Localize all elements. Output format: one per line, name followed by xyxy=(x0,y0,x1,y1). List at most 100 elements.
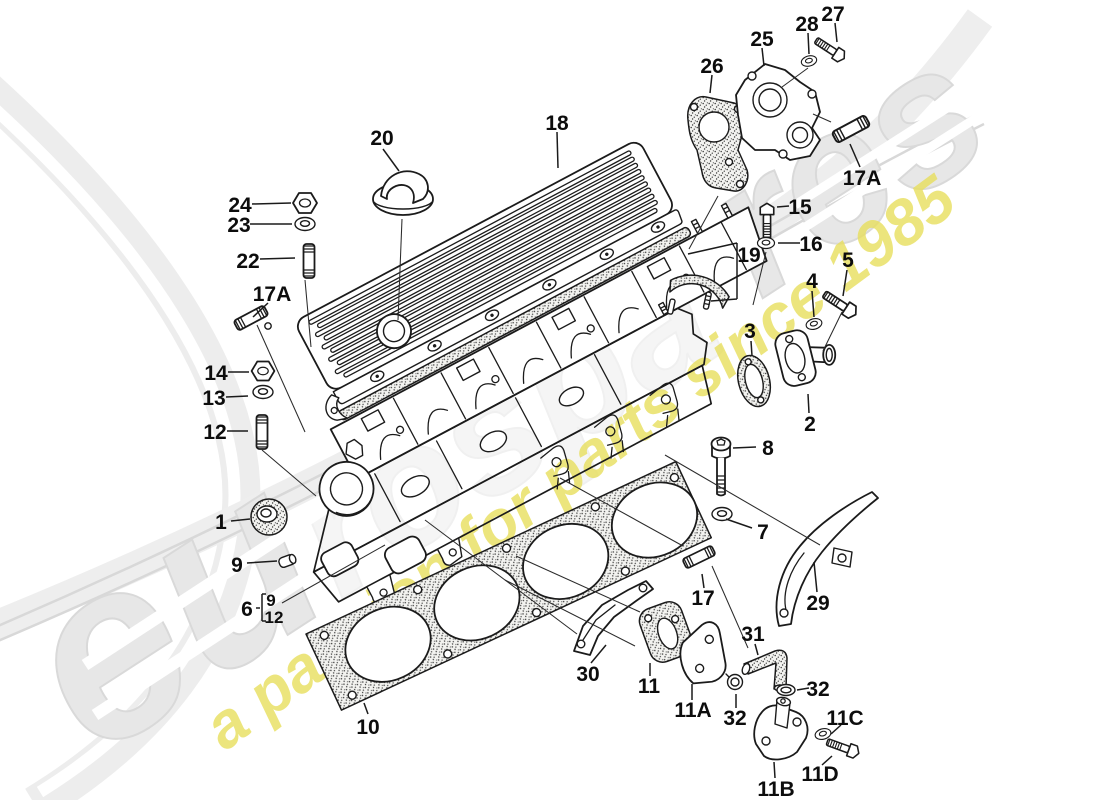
nut-14 xyxy=(250,360,276,382)
leader-line-11C xyxy=(830,724,842,735)
water-flange-2 xyxy=(774,329,837,387)
leader-line-13 xyxy=(225,395,249,398)
construction-lines xyxy=(256,67,843,649)
cover-fins xyxy=(308,150,658,378)
leader-line-25 xyxy=(761,47,765,67)
callout-13[interactable]: 13 xyxy=(202,387,225,410)
callout-29[interactable]: 29 xyxy=(806,592,829,615)
cover-left-tab xyxy=(325,394,349,421)
callout-16[interactable]: 16 xyxy=(799,233,822,256)
leader-line-20 xyxy=(382,148,400,172)
leader-line-22 xyxy=(259,257,296,260)
leader-line-7 xyxy=(725,518,753,529)
callout-11D[interactable]: 11D xyxy=(801,763,838,786)
carrier-studs xyxy=(690,202,734,235)
hose-elbow-31 xyxy=(741,649,788,692)
callout-22[interactable]: 22 xyxy=(236,250,259,273)
leader-line-9 xyxy=(246,560,278,564)
leader-line-11B xyxy=(773,761,776,779)
leader-line-10 xyxy=(363,702,369,715)
callout-24[interactable]: 24 xyxy=(228,194,252,217)
callout-20[interactable]: 20 xyxy=(370,127,393,150)
callout-17A[interactable]: 17A xyxy=(843,167,882,190)
callout-32[interactable]: 32 xyxy=(723,707,746,730)
stud-17a-tip xyxy=(264,322,272,330)
callout-9[interactable]: 9 xyxy=(231,554,243,577)
callout-1[interactable]: 1 xyxy=(215,511,227,534)
callout-31[interactable]: 31 xyxy=(741,623,765,646)
camshaft-bore xyxy=(318,438,375,517)
leader-line-32 xyxy=(796,687,810,691)
callout-15[interactable]: 15 xyxy=(788,196,812,219)
callout-11[interactable]: 11 xyxy=(638,675,661,698)
valve-cover xyxy=(296,141,683,421)
callout-9[interactable]: 9 xyxy=(266,591,275,610)
exhaust-port-flanges xyxy=(540,382,680,490)
callout-brackets xyxy=(256,242,738,622)
callout-30[interactable]: 30 xyxy=(576,663,599,686)
callout-28[interactable]: 28 xyxy=(795,13,819,36)
callout-26[interactable]: 26 xyxy=(700,55,723,78)
leader-line-4 xyxy=(811,290,815,318)
leader-line-2 xyxy=(807,393,810,414)
leader-line-5 xyxy=(842,269,848,297)
callout-4[interactable]: 4 xyxy=(806,270,818,293)
head-gasket xyxy=(305,460,713,711)
plate-11b xyxy=(753,696,809,761)
callout-32[interactable]: 32 xyxy=(806,678,829,701)
leader-line-26 xyxy=(709,74,713,94)
small-parts xyxy=(232,34,879,761)
stud-22 xyxy=(302,243,316,279)
gasket-crescent xyxy=(669,274,730,309)
callout-6[interactable]: 6 xyxy=(241,598,253,621)
callout-18[interactable]: 18 xyxy=(545,112,569,135)
bolt-11d xyxy=(824,735,862,761)
callout-11A[interactable]: 11A xyxy=(674,699,711,722)
callout-8[interactable]: 8 xyxy=(762,437,774,460)
gasket-26 xyxy=(687,96,749,192)
oil-filler-cap xyxy=(372,170,434,216)
callout-7[interactable]: 7 xyxy=(757,521,769,544)
washer-23 xyxy=(294,216,316,232)
callout-3[interactable]: 3 xyxy=(744,320,756,343)
oil-filler-neck xyxy=(376,313,412,350)
rocker-arms xyxy=(360,256,735,461)
callout-19[interactable]: 19 xyxy=(737,244,760,267)
washer-13 xyxy=(252,384,274,400)
leader-line-3 xyxy=(750,340,753,357)
leader-line-29 xyxy=(813,561,818,593)
head-end-studs xyxy=(667,291,712,315)
leader-line-28 xyxy=(807,32,810,55)
leader-line-8 xyxy=(732,446,757,449)
callout-23[interactable]: 23 xyxy=(227,214,250,237)
bracket-25 xyxy=(735,63,821,161)
watermark-stencil-slits xyxy=(81,48,1038,721)
nut-24 xyxy=(292,192,318,214)
clamp-32-left xyxy=(725,673,744,691)
leader-line-24 xyxy=(251,202,292,205)
callout-10[interactable]: 10 xyxy=(356,716,379,739)
callout-5[interactable]: 5 xyxy=(842,249,854,272)
cam-carrier xyxy=(329,202,768,480)
callout-12[interactable]: 12 xyxy=(203,421,226,444)
callout-2[interactable]: 2 xyxy=(804,413,816,436)
gasket-3 xyxy=(736,354,772,408)
callout-12[interactable]: 12 xyxy=(265,608,284,627)
clamp-32-right xyxy=(776,683,796,697)
seal-ring-1 xyxy=(250,498,288,536)
callout-17A[interactable]: 17A xyxy=(253,283,292,306)
callout-25[interactable]: 25 xyxy=(750,28,774,51)
callout-11C[interactable]: 11C xyxy=(826,707,863,730)
stud-17a-left xyxy=(232,304,270,332)
leader-line-18 xyxy=(556,131,559,169)
leader-line-17A xyxy=(849,143,861,168)
leader-line-1 xyxy=(230,518,251,522)
bracket-29 xyxy=(775,491,879,627)
callout-27[interactable]: 27 xyxy=(821,3,844,26)
callout-14[interactable]: 14 xyxy=(204,362,228,385)
callout-11B[interactable]: 11B xyxy=(757,778,794,800)
callout-17[interactable]: 17 xyxy=(691,587,714,610)
